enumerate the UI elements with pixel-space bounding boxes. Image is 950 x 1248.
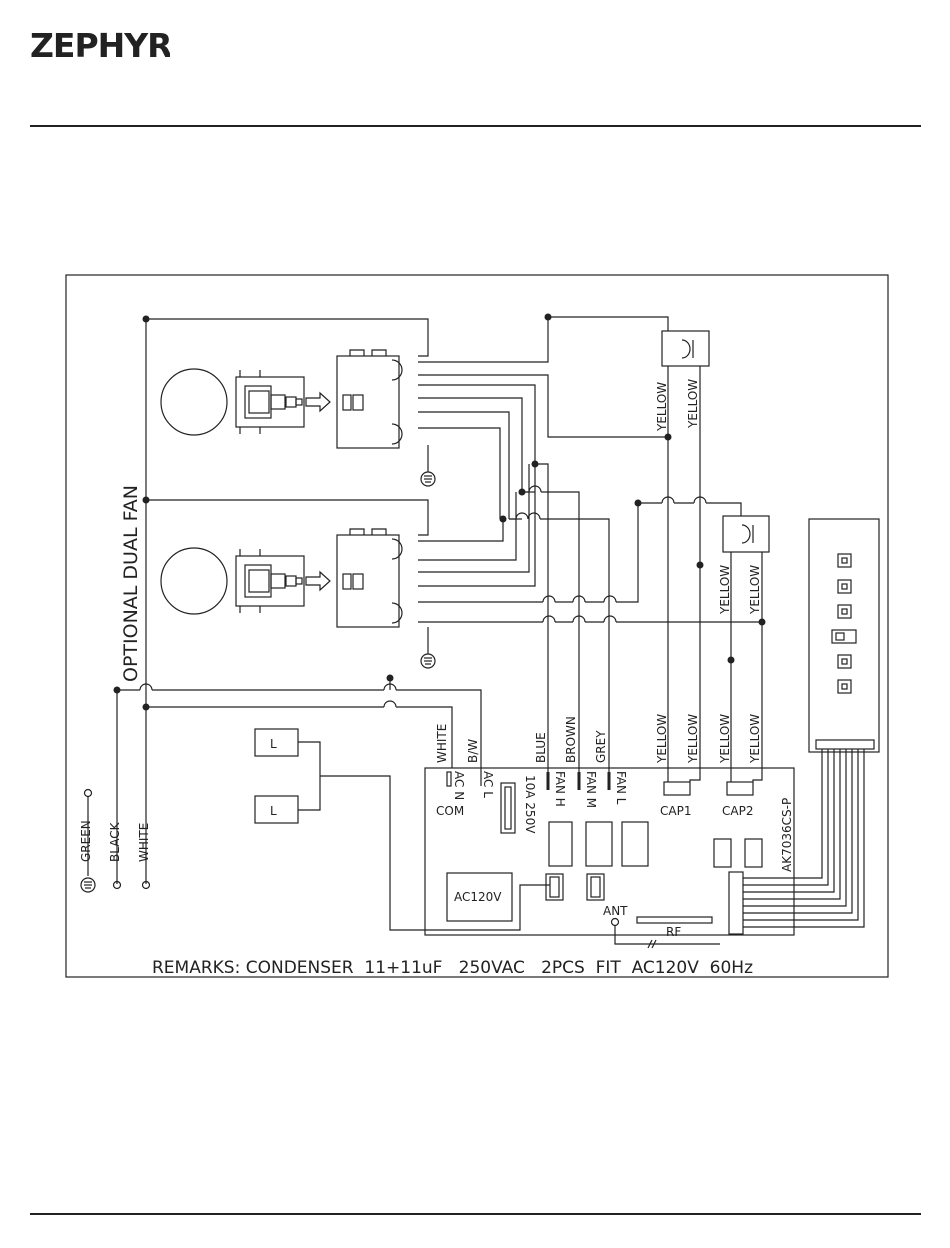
diagram-frame xyxy=(66,275,888,977)
cap1-wire-yellow-a: YELLOW xyxy=(655,382,669,432)
label-ac-l: AC L xyxy=(481,771,495,798)
arrow-1 xyxy=(306,393,330,411)
label-ac-n: AC N xyxy=(452,771,466,800)
label-board-model: AK7036CS-P xyxy=(780,798,794,872)
label-rf: RF xyxy=(666,925,681,939)
fuse xyxy=(501,783,515,833)
lamp-2-label: L xyxy=(270,804,277,818)
cap2-wire-yellow-b: YELLOW xyxy=(748,565,762,615)
arrow-2 xyxy=(306,572,330,590)
wire-yellow-4: YELLOW xyxy=(748,714,762,764)
motor-2-connector xyxy=(337,529,402,627)
label-fan-h: FAN H xyxy=(553,771,567,807)
label-fan-m: FAN M xyxy=(584,771,598,808)
label-ac120v: AC120V xyxy=(454,890,502,904)
wire-white: WHITE xyxy=(435,724,449,763)
supply-ground-icon xyxy=(81,878,95,892)
wire-grey: GREY xyxy=(594,730,608,763)
wire-bw: B/W xyxy=(466,739,480,763)
motor-2-ground xyxy=(421,627,435,668)
supply-wire-white: WHITE xyxy=(137,823,151,862)
side-title: OPTIONAL DUAL FAN xyxy=(120,485,142,682)
cap1-wire-yellow-b: YELLOW xyxy=(686,379,700,429)
label-fuse: 10A 250V xyxy=(523,775,537,834)
cap2-wire-yellow-a: YELLOW xyxy=(718,565,732,615)
wire-blue: BLUE xyxy=(534,732,548,763)
wire-yellow-2: YELLOW xyxy=(686,714,700,764)
label-com: COM xyxy=(436,804,464,818)
lamp-1-label: L xyxy=(270,737,277,751)
label-fan-l: FAN L xyxy=(614,771,628,805)
capacitor-2 xyxy=(723,516,769,552)
supply-wire-black: BLACK xyxy=(108,821,122,862)
wire-brown: BROWN xyxy=(564,716,578,763)
motor-2 xyxy=(161,548,227,614)
capacitor-1 xyxy=(662,331,709,366)
label-cap2: CAP2 xyxy=(722,804,753,818)
motor-1-ground xyxy=(421,445,435,486)
wire-yellow-1: YELLOW xyxy=(655,714,669,764)
motor-1-connector xyxy=(337,350,402,448)
wire-yellow-3: YELLOW xyxy=(718,714,732,764)
motor-1 xyxy=(161,369,227,435)
motor-1-plug xyxy=(236,370,304,434)
label-cap1: CAP1 xyxy=(660,804,691,818)
label-ant: ANT xyxy=(603,904,628,918)
supply-wire-green: GREEN xyxy=(79,820,93,862)
motor-2-plug xyxy=(236,549,304,613)
remarks: REMARKS: CONDENSER 11+11uF 250VAC 2PCS F… xyxy=(152,958,753,978)
